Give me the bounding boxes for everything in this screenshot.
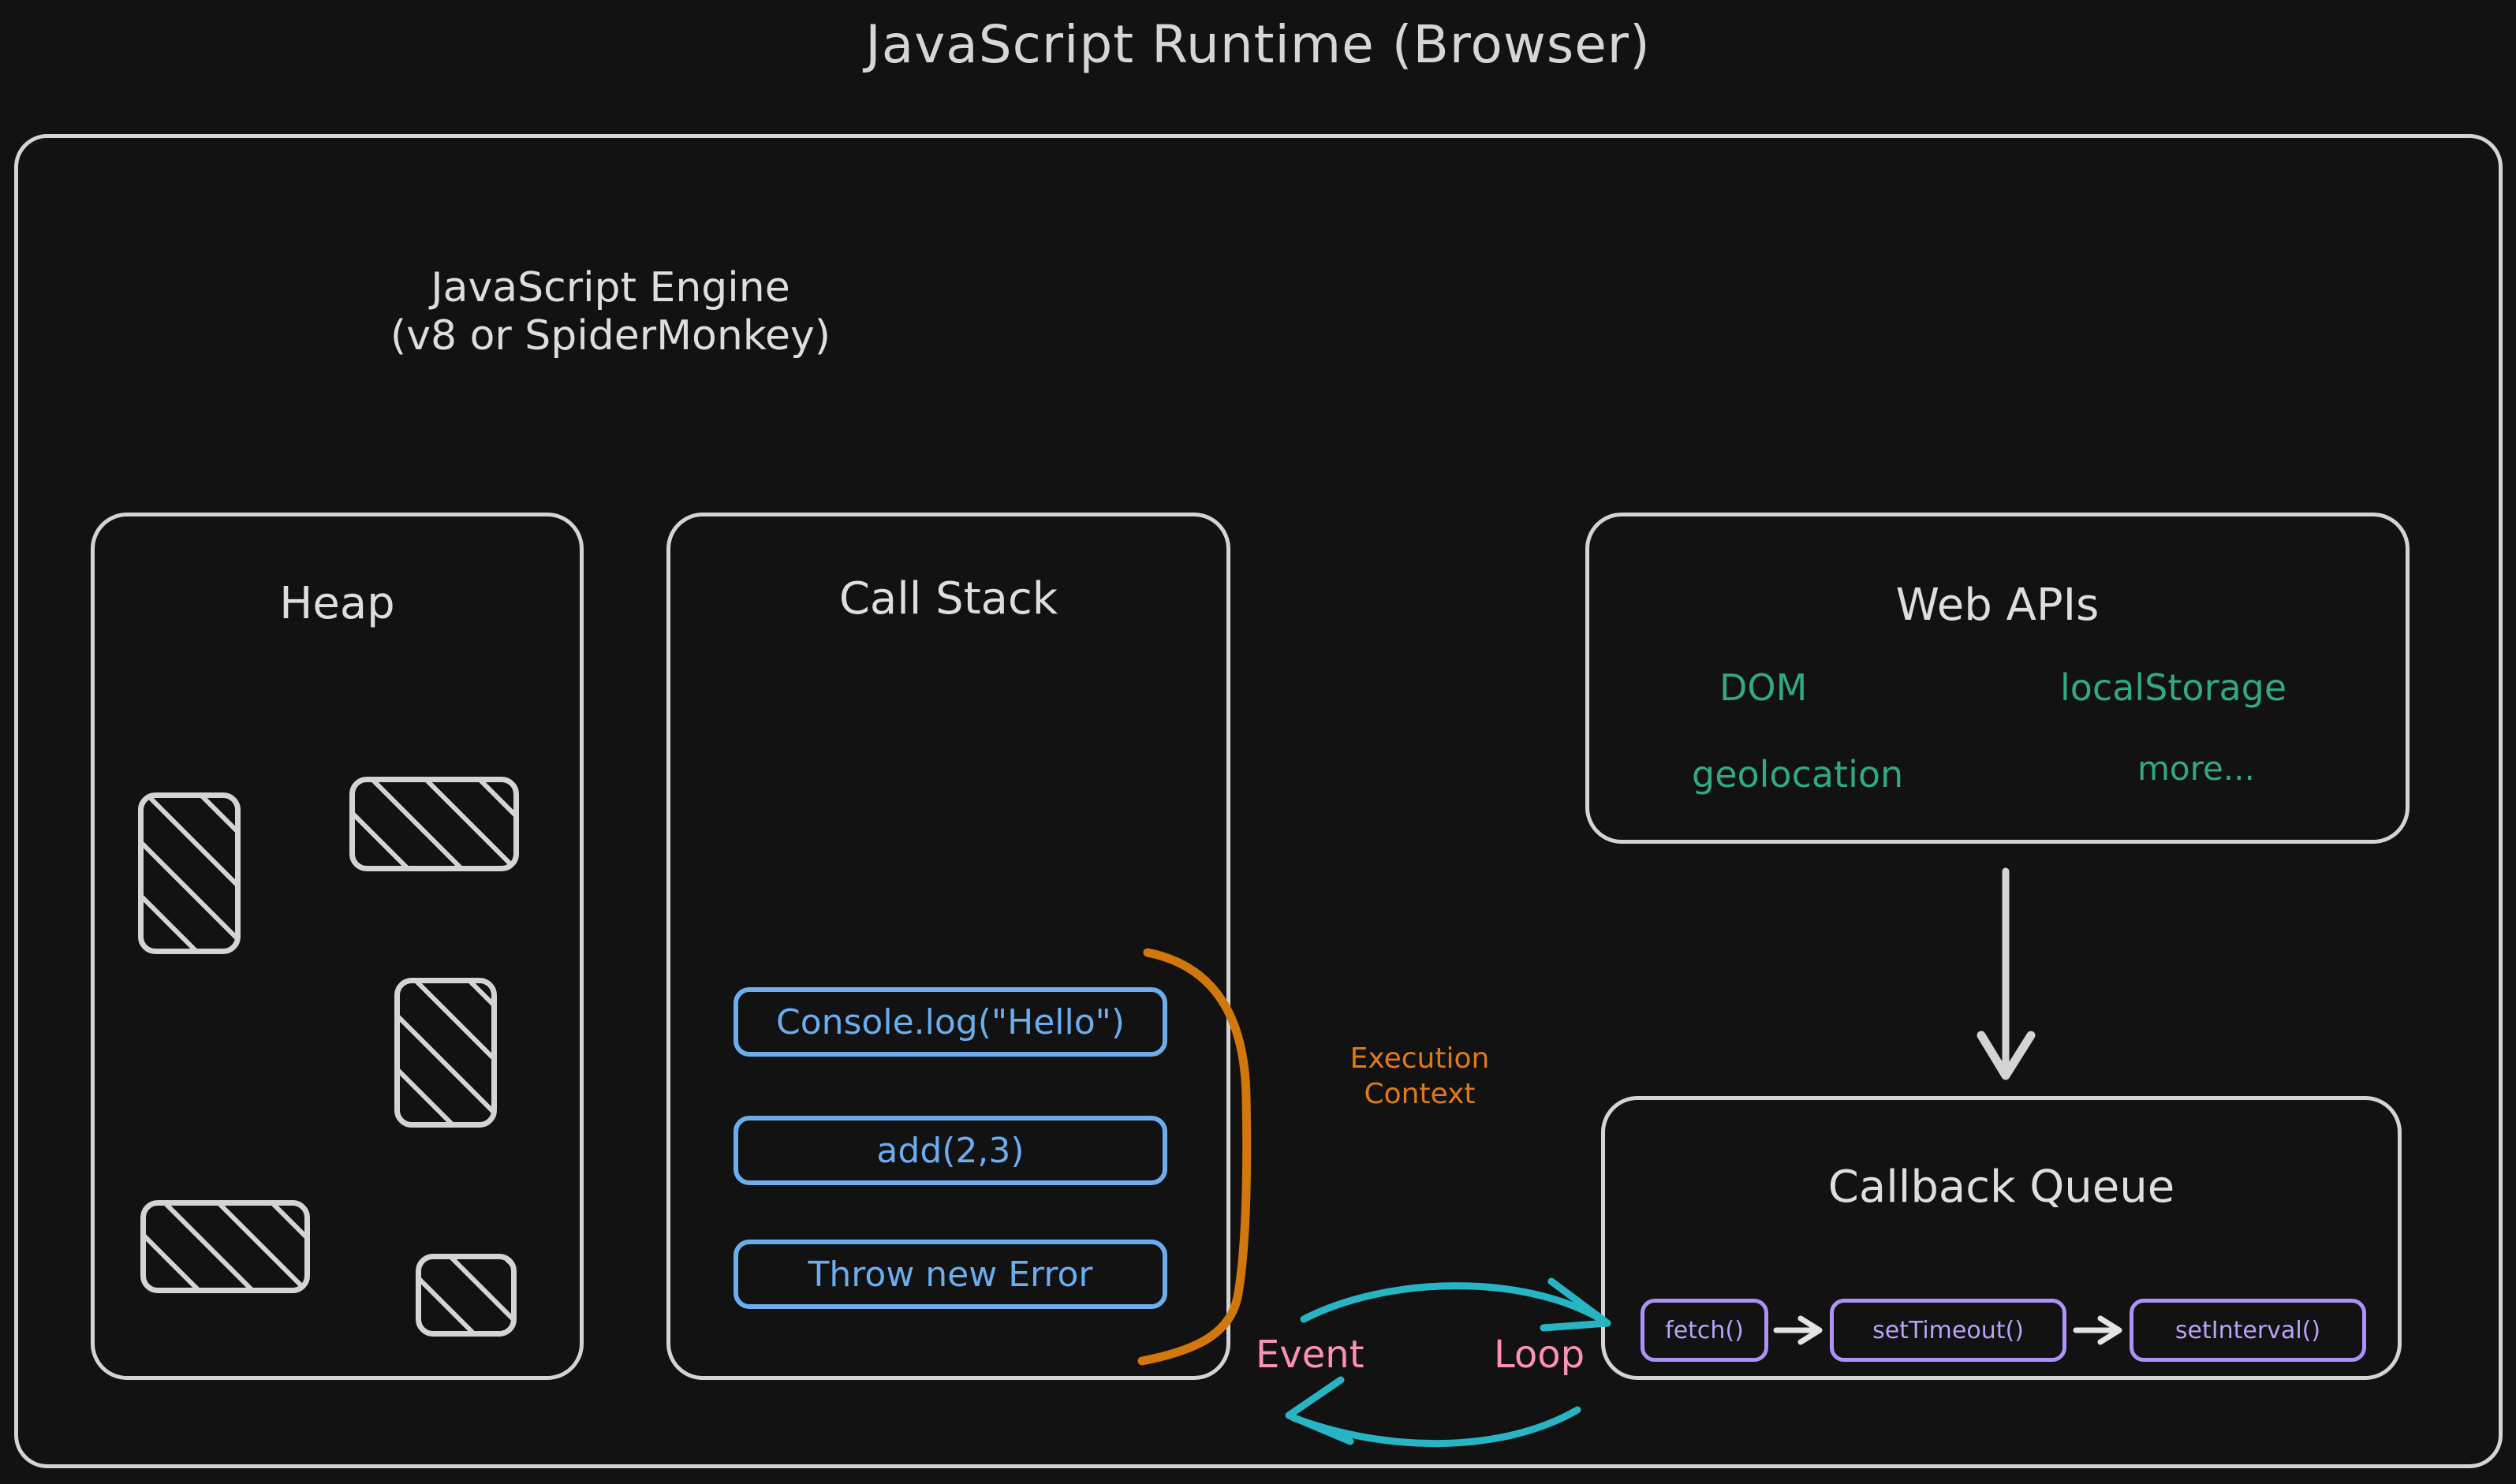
call-stack-title: Call Stack bbox=[838, 573, 1058, 625]
web-api-item: localStorage bbox=[2060, 666, 2287, 709]
loop-label: Loop bbox=[1494, 1333, 1585, 1377]
stack-frame[interactable]: add(2,3) bbox=[734, 1116, 1167, 1185]
heap-title: Heap bbox=[279, 578, 395, 629]
callback-queue-item[interactable]: setTimeout() bbox=[1830, 1299, 2066, 1362]
web-api-item: geolocation bbox=[1692, 753, 1904, 796]
callback-queue-item[interactable]: setInterval() bbox=[2130, 1299, 2366, 1362]
web-apis-title: Web APIs bbox=[1895, 580, 2100, 631]
page-title: JavaScript Runtime (Browser) bbox=[865, 14, 1651, 75]
call-stack-panel: Call Stack bbox=[666, 513, 1230, 1380]
stack-frame[interactable]: Throw new Error bbox=[734, 1240, 1167, 1309]
web-apis-panel: Web APIs bbox=[1585, 513, 2410, 844]
web-api-item: DOM bbox=[1719, 666, 1808, 709]
event-label: Event bbox=[1256, 1333, 1364, 1377]
heap-block-5 bbox=[416, 1254, 517, 1337]
stack-frame[interactable]: Console.log("Hello") bbox=[734, 987, 1167, 1057]
heap-block-1 bbox=[138, 792, 241, 954]
callback-queue-item[interactable]: fetch() bbox=[1641, 1299, 1768, 1362]
heap-block-4 bbox=[140, 1200, 310, 1293]
callback-queue-title: Callback Queue bbox=[1827, 1161, 2175, 1213]
heap-block-2 bbox=[349, 777, 519, 871]
web-api-item: more... bbox=[2137, 749, 2255, 788]
heap-block-3 bbox=[394, 978, 497, 1128]
callback-queue-panel: Callback Queue bbox=[1601, 1096, 2402, 1380]
execution-context-label: Execution Context bbox=[1349, 1042, 1490, 1110]
engine-label: JavaScript Engine (v8 or SpiderMonkey) bbox=[390, 264, 831, 360]
